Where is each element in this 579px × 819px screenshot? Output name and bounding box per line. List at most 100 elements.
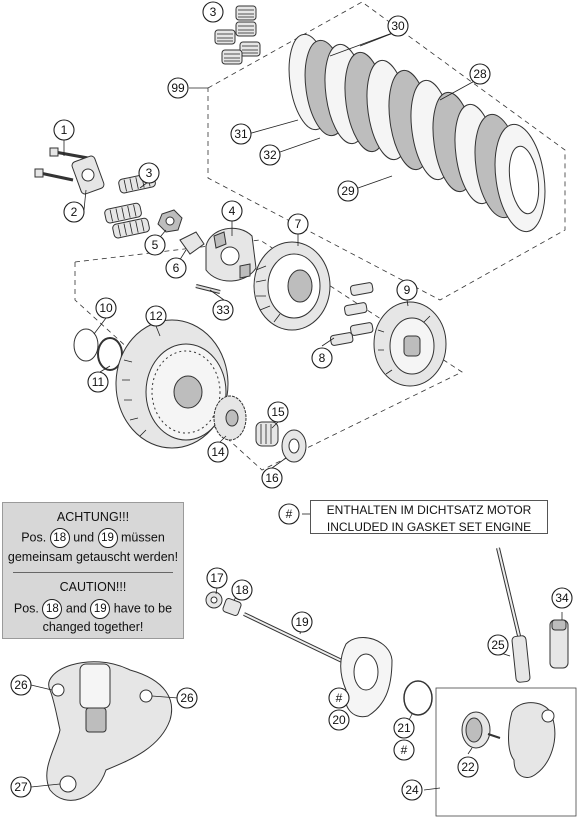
callout-31: 31: [230, 123, 252, 145]
callout-28: 28: [469, 63, 491, 85]
callout-4: 4: [221, 200, 243, 222]
callout-6: 6: [165, 257, 187, 279]
callout-hash-21: #: [393, 739, 415, 761]
svg-text:18: 18: [235, 583, 249, 597]
callout-11: 11: [87, 371, 109, 393]
clutch-disc-pack: [288, 33, 546, 233]
note-en-title: CAUTION!!!: [59, 580, 127, 594]
dampers: [329, 282, 374, 346]
svg-text:3: 3: [146, 166, 153, 180]
pressure-plate: [373, 301, 447, 387]
callout-29: 29: [337, 180, 359, 202]
callout-32: 32: [259, 144, 281, 166]
callout-3-middle: 3: [138, 162, 160, 184]
callout-7: 7: [287, 213, 309, 235]
bolts: [34, 147, 89, 182]
svg-text:31: 31: [234, 127, 248, 141]
svg-text:11: 11: [92, 375, 105, 389]
svg-text:21: 21: [397, 721, 411, 735]
callout-12: 12: [145, 305, 167, 327]
svg-text:99: 99: [171, 81, 185, 95]
callout-5: 5: [144, 234, 166, 256]
svg-text:28: 28: [473, 67, 487, 81]
callout-10: 10: [95, 297, 117, 319]
svg-text:26: 26: [14, 678, 28, 692]
callout-27: 27: [10, 776, 32, 798]
adapter-sleeve: [549, 619, 569, 669]
svg-text:27: 27: [14, 780, 28, 794]
svg-text:15: 15: [271, 405, 285, 419]
callout-2: 2: [63, 201, 85, 223]
note-en-line3: changed together!: [42, 620, 144, 634]
callout-1: 1: [53, 119, 75, 141]
callout-hash-20: #: [328, 687, 350, 709]
bushing: [222, 598, 242, 616]
springs-top: [214, 5, 261, 65]
svg-text:9: 9: [404, 283, 411, 297]
callout-30: 30: [387, 15, 409, 37]
spacer-washer: [281, 429, 307, 463]
primary-drive-gear: [213, 395, 247, 441]
svg-text:2: 2: [71, 205, 78, 219]
callout-21: 21: [393, 717, 415, 739]
svg-text:12: 12: [149, 309, 163, 323]
callout-26-left: 26: [10, 674, 32, 696]
note-ref-19: 19: [97, 528, 118, 548]
svg-text:#: #: [336, 691, 343, 705]
svg-text:33: 33: [216, 303, 230, 317]
note-ref-18: 18: [49, 528, 70, 548]
gasket-legend-en: INCLUDED IN GASKET SET ENGINE: [326, 520, 532, 534]
note-de-line2: Pos. 18 und 19 müssen: [3, 528, 183, 548]
callout-19: 19: [291, 611, 313, 633]
svg-text:19: 19: [295, 615, 309, 629]
svg-text:20: 20: [332, 713, 346, 727]
svg-text:4: 4: [229, 204, 236, 218]
svg-text:5: 5: [152, 238, 159, 252]
svg-text:29: 29: [341, 184, 355, 198]
callout-18: 18: [231, 579, 253, 601]
springs-middle: [104, 172, 156, 239]
callout-17: 17: [206, 567, 228, 589]
svg-text:8: 8: [319, 351, 326, 365]
note-de-line3: gemeinsam getauscht werden!: [7, 550, 179, 564]
callout-34: 34: [551, 587, 573, 609]
svg-text:26: 26: [180, 691, 194, 705]
svg-text:22: 22: [461, 760, 475, 774]
callout-8: 8: [311, 347, 333, 369]
svg-text:24: 24: [405, 783, 419, 797]
clutch-cover: [46, 661, 173, 801]
svg-text:16: 16: [265, 471, 279, 485]
o-ring: [403, 680, 433, 716]
retainer-plate: [71, 155, 105, 195]
svg-text:3: 3: [210, 5, 217, 19]
callout-22: 22: [457, 756, 479, 778]
thrust-washer: [73, 328, 99, 362]
slave-cylinder-box: [435, 687, 577, 817]
svg-text:1: 1: [61, 123, 68, 137]
callout-16: 16: [261, 467, 283, 489]
caution-note: ACHTUNG!!! Pos. 18 und 19 müssen gemeins…: [2, 502, 184, 639]
callout-hash-legend: #: [278, 503, 300, 525]
svg-text:25: 25: [491, 638, 505, 652]
note-ref-19: 19: [90, 599, 111, 619]
note-ref-18: 18: [42, 599, 63, 619]
pushrod-pin: [195, 284, 221, 294]
svg-text:30: 30: [391, 19, 405, 33]
primary-gear-basket: [115, 319, 229, 449]
svg-text:34: 34: [555, 591, 569, 605]
callout-33: 33: [212, 299, 234, 321]
note-de-title: ACHTUNG!!!: [56, 510, 130, 524]
callout-25: 25: [487, 634, 509, 656]
clutch-pack-outline: [207, 1, 566, 301]
callout-15: 15: [267, 401, 289, 423]
svg-text:#: #: [286, 507, 293, 521]
gasket-legend-de: ENTHALTEN IM DICHTSATZ MOTOR: [326, 503, 532, 517]
lock-washer: [179, 231, 205, 255]
inner-hub: [253, 241, 331, 331]
callout-20: 20: [328, 709, 350, 731]
svg-text:6: 6: [173, 261, 180, 275]
svg-text:7: 7: [295, 217, 302, 231]
pushrod: [243, 612, 345, 664]
callout-24: 24: [401, 779, 423, 801]
callout-9: 9: [396, 279, 418, 301]
